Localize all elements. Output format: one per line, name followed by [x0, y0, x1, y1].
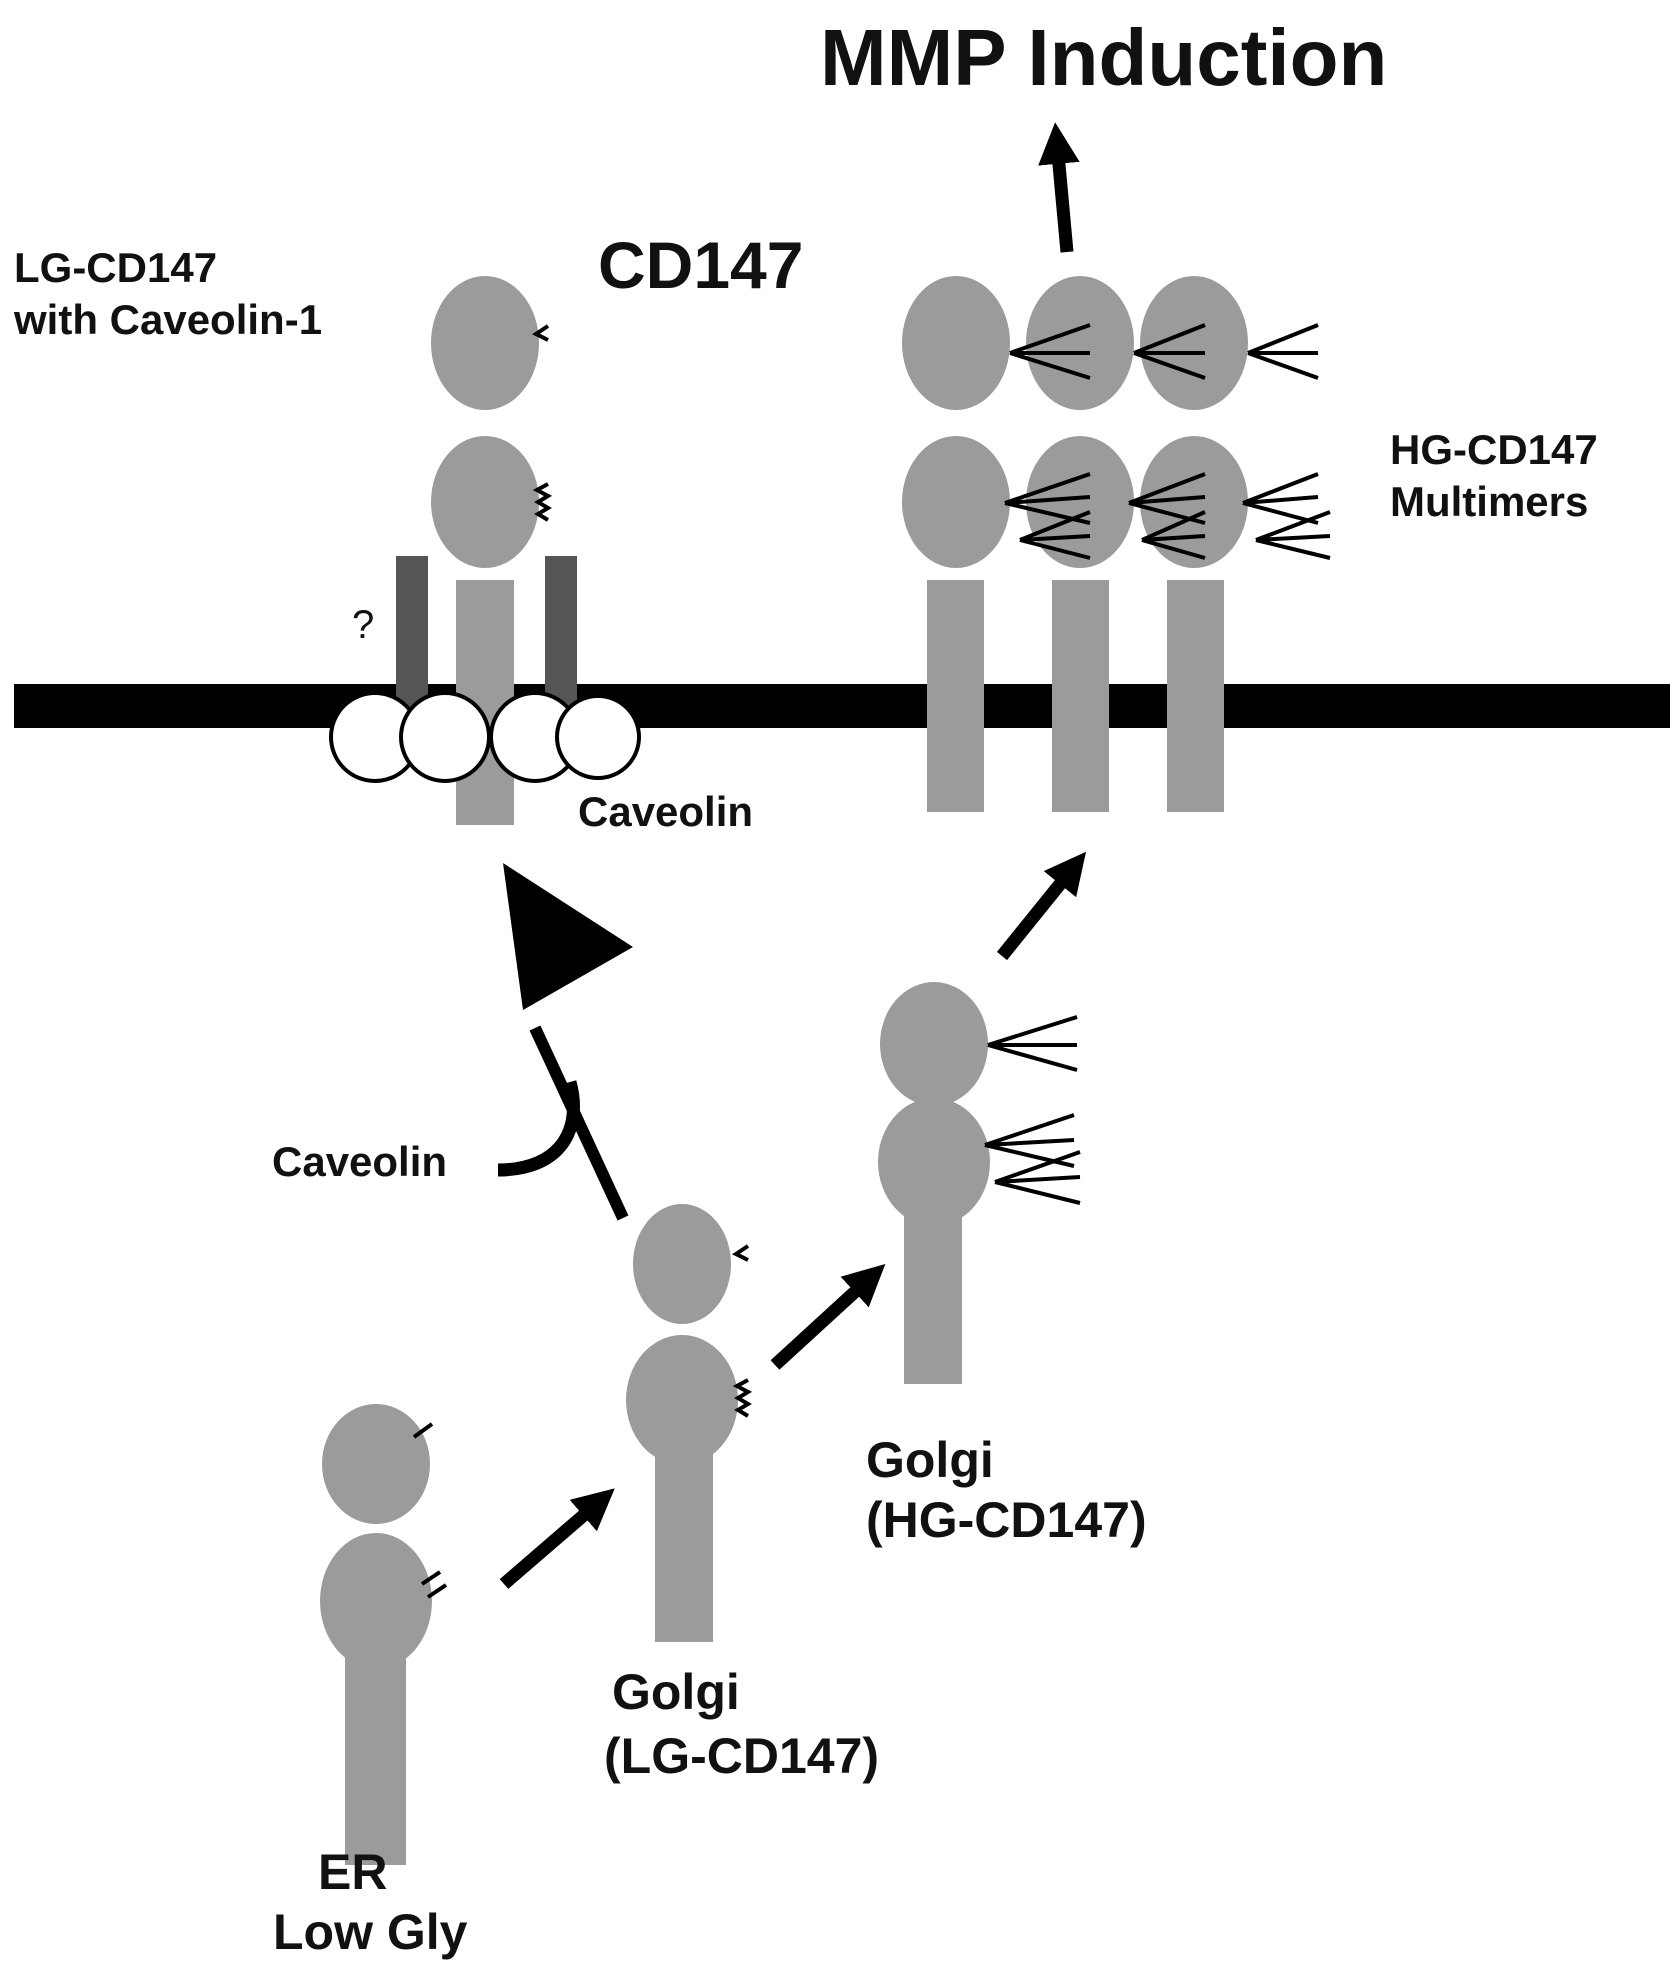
lg-cd147-membrane-protein — [431, 276, 539, 825]
arrow-er-to-golgi-lg — [499, 1488, 615, 1589]
golgi-lg-label-line1: Golgi — [612, 1664, 740, 1720]
hg-multimers-label-line2: Multimers — [1390, 478, 1589, 525]
membrane-partner-bar-right — [545, 556, 577, 716]
golgi-hg-cd147-glycans — [984, 1015, 1081, 1205]
lg-cd147-membrane-glycans — [532, 324, 553, 522]
golgi-hg-cd147-protein — [878, 982, 990, 1384]
plasma-membrane — [14, 684, 1670, 728]
golgi-hg-label-line1: Golgi — [866, 1432, 994, 1488]
progression-arrows — [499, 122, 1087, 1589]
arrow-lg-to-caveolin-pathway — [497, 863, 633, 1221]
mmp-induction-label: MMP Induction — [820, 13, 1388, 102]
caveolin-circles — [329, 691, 641, 783]
hg-cd147-multimer-2 — [1026, 276, 1134, 812]
hg-cd147-multimer-3 — [1140, 276, 1248, 812]
lg-cd147-caveolin-label-line1: LG-CD147 — [14, 244, 218, 291]
arrow-golgi-hg-to-membrane — [996, 851, 1087, 961]
golgi-lg-cd147-protein — [626, 1204, 738, 1642]
question-mark-label: ? — [352, 603, 375, 647]
cd147-label: CD147 — [598, 228, 804, 302]
golgi-hg-label-line2: (HG-CD147) — [866, 1492, 1147, 1548]
lg-cd147-caveolin-label-line2: with Caveolin-1 — [14, 296, 323, 343]
golgi-lg-cd147-glycans — [732, 1244, 753, 1418]
hg-cd147-multimer-glycans — [1004, 323, 1331, 560]
hg-multimers-label-line1: HG-CD147 — [1390, 426, 1598, 473]
golgi-lg-label-line2: (LG-CD147) — [604, 1728, 880, 1784]
hg-cd147-multimer-1 — [902, 276, 1010, 812]
caveolin-arrow-label: Caveolin — [272, 1138, 448, 1185]
arrow-multimers-to-mmp — [1038, 122, 1080, 253]
membrane-partner-bar-left — [396, 556, 428, 716]
er-cd147-protein — [320, 1404, 432, 1865]
caveolin-membrane-label: Caveolin — [578, 788, 754, 835]
er-cd147-glycans — [412, 1422, 448, 1599]
er-label-line1: ER — [318, 1844, 388, 1900]
arrow-golgi-lg-to-golgi-hg — [770, 1263, 886, 1370]
er-label-line2: Low Gly — [273, 1904, 468, 1960]
